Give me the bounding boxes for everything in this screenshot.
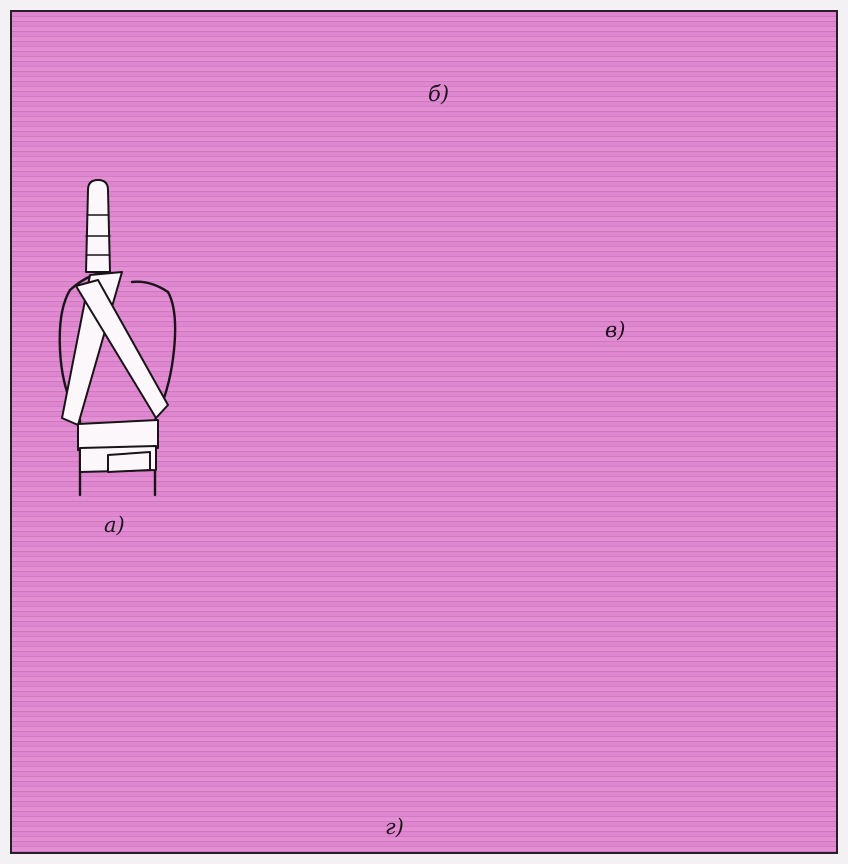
label-v: в) xyxy=(605,318,625,342)
label-a: а) xyxy=(104,513,125,537)
label-g: г) xyxy=(385,815,404,839)
finger-bandage-drawing xyxy=(60,180,175,495)
label-b: б) xyxy=(428,82,449,106)
